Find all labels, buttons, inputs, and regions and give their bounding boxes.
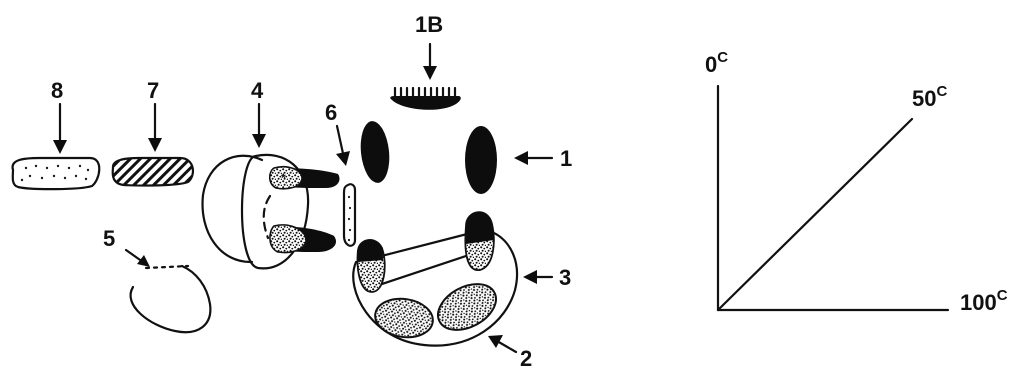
angle-key: 0C 50C 100C [705, 49, 1008, 315]
component-3-left-core [358, 240, 385, 292]
callout-label-3: 3 [559, 265, 571, 290]
component-6-capsule [344, 184, 355, 246]
callout-label-1b: 1B [415, 12, 443, 37]
component-4-lower-core [270, 225, 336, 253]
component-4-upper-core: * [270, 167, 340, 189]
angle-key-diagonal-ray [718, 119, 912, 310]
component-2-right-oval [430, 275, 504, 339]
component-7-hatched-bar [113, 158, 193, 186]
component-3-right-core [465, 212, 494, 270]
component-2-left-oval [373, 295, 436, 341]
component-8-bar [13, 158, 100, 189]
svg-text:*: * [281, 171, 286, 185]
angle-key-label-50: 50C [912, 83, 947, 111]
callout-label-4: 4 [251, 78, 264, 103]
callout-label-1: 1 [560, 146, 572, 171]
callout-label-7: 7 [147, 78, 159, 103]
angle-key-label-100: 100C [960, 287, 1008, 315]
angle-key-label-0: 0C [705, 49, 728, 77]
component-5-loop [131, 266, 211, 332]
component-1b-comb [390, 88, 461, 110]
callout-label-5: 5 [103, 226, 115, 251]
component-1-right-oval [465, 126, 497, 194]
component-1-left-oval [358, 120, 392, 185]
callout-label-2: 2 [520, 346, 532, 371]
callout-label-8: 8 [51, 78, 63, 103]
callout-label-6: 6 [325, 100, 337, 125]
